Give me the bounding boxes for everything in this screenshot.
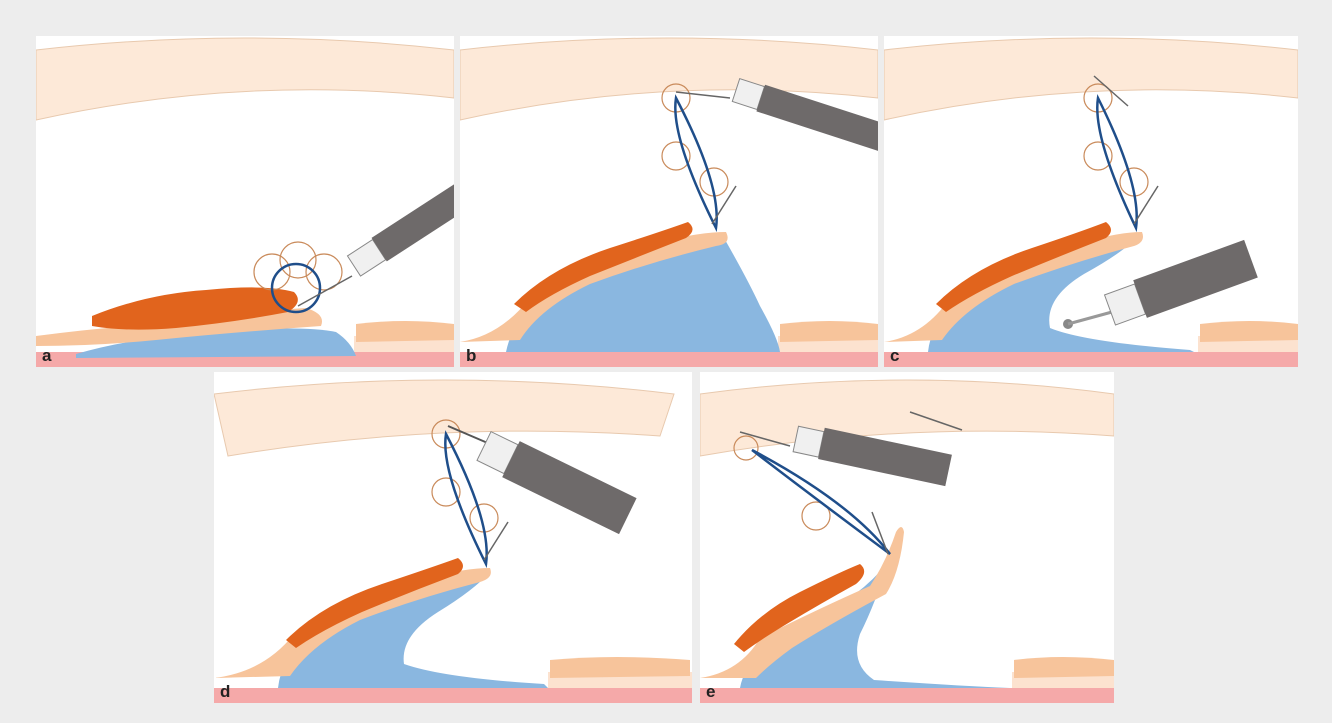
panel-b-illustration	[460, 36, 878, 367]
sclera-base	[884, 352, 1298, 367]
sclera-base	[214, 688, 692, 703]
conjunctiva-right	[1014, 657, 1114, 678]
sclera-base	[700, 688, 1114, 703]
panel-label: b	[466, 347, 476, 364]
clip-wire	[298, 276, 352, 306]
snare-loop	[675, 98, 716, 228]
cornea-wall	[36, 38, 454, 120]
panel-a-illustration	[36, 36, 454, 367]
panel-c: c	[884, 36, 1298, 367]
sclera-base	[460, 352, 878, 367]
panel-label: a	[42, 347, 51, 364]
panel-e-illustration	[700, 372, 1114, 703]
endoscope	[475, 428, 636, 534]
cornea-wall	[700, 380, 1114, 456]
panel-label: e	[706, 683, 715, 700]
clip-wire	[484, 522, 508, 560]
conjunctiva-right	[356, 321, 454, 342]
panel-b: b	[460, 36, 878, 367]
conjunctiva-right	[550, 657, 690, 678]
snare-loop	[1097, 98, 1136, 228]
endoscope	[346, 167, 454, 278]
clip-wire	[1134, 186, 1158, 224]
panel-label: c	[890, 347, 899, 364]
knife-shaft	[1068, 312, 1112, 324]
panel-c-illustration	[884, 36, 1298, 367]
panel-d-illustration	[214, 372, 692, 703]
cornea-wall	[884, 38, 1298, 120]
panel-a: a	[36, 36, 454, 367]
conjunctiva-right	[780, 321, 878, 342]
cornea-wall	[214, 380, 674, 456]
panel-e: e	[700, 372, 1114, 703]
panel-label: d	[220, 683, 230, 700]
clip-wire	[676, 92, 730, 98]
panel-d: d	[214, 372, 692, 703]
endoscope	[1103, 240, 1258, 329]
conjunctiva-right	[1200, 321, 1298, 342]
clip-outline	[1084, 142, 1112, 170]
